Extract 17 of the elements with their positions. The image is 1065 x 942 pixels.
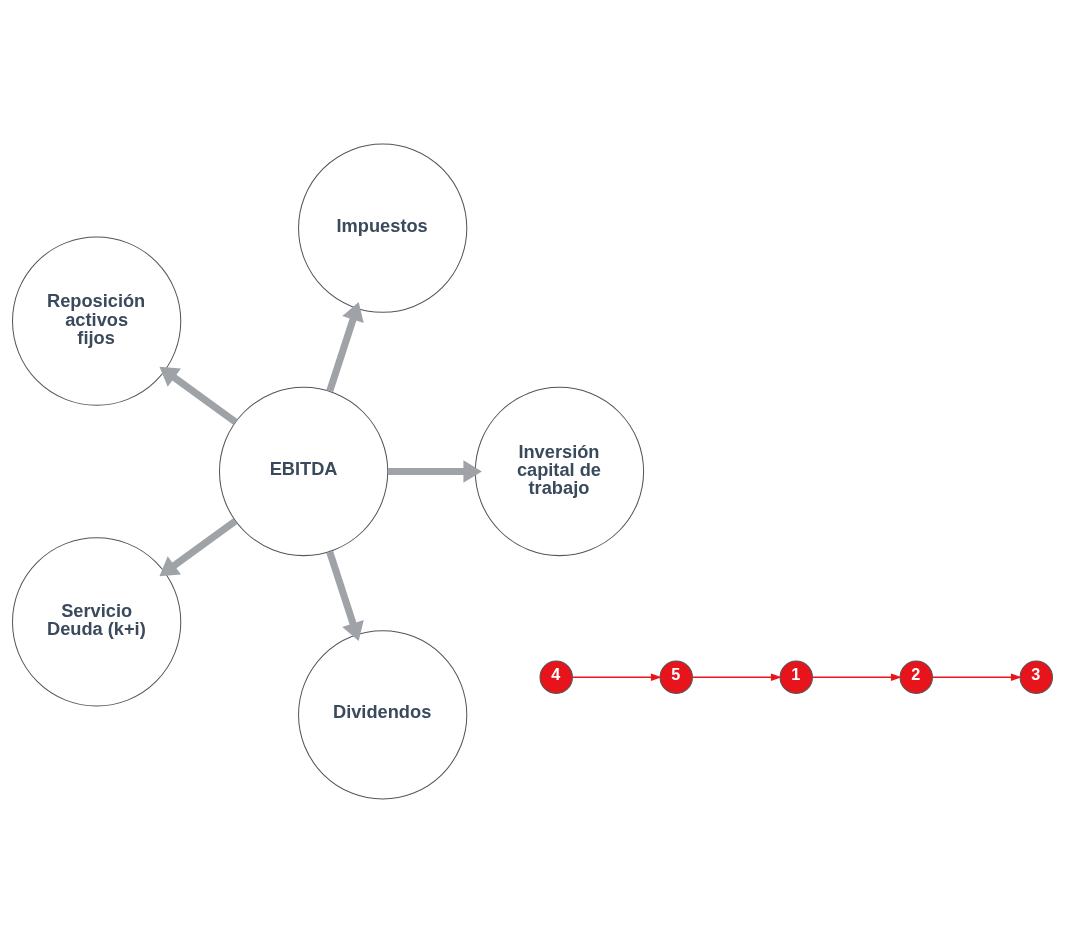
node-circle: 4 — [539, 660, 573, 694]
node-circle: 1 — [779, 660, 813, 694]
arrow — [159, 517, 238, 576]
node-circle: EBITDA — [219, 386, 389, 556]
node-circle: 2 — [899, 660, 933, 694]
arrow — [572, 673, 662, 681]
node-circle: Impuestos — [298, 143, 468, 313]
arrow — [326, 550, 364, 641]
node-circle: Inversión capital de trabajo — [474, 386, 645, 556]
arrow — [812, 673, 902, 681]
arrow — [159, 366, 238, 425]
arrow — [326, 301, 364, 392]
node-circle: 3 — [1019, 660, 1053, 694]
arrow — [692, 673, 782, 681]
arrow — [932, 673, 1022, 681]
node-circle: 5 — [659, 660, 693, 694]
node-circle: Dividendos — [298, 629, 468, 799]
